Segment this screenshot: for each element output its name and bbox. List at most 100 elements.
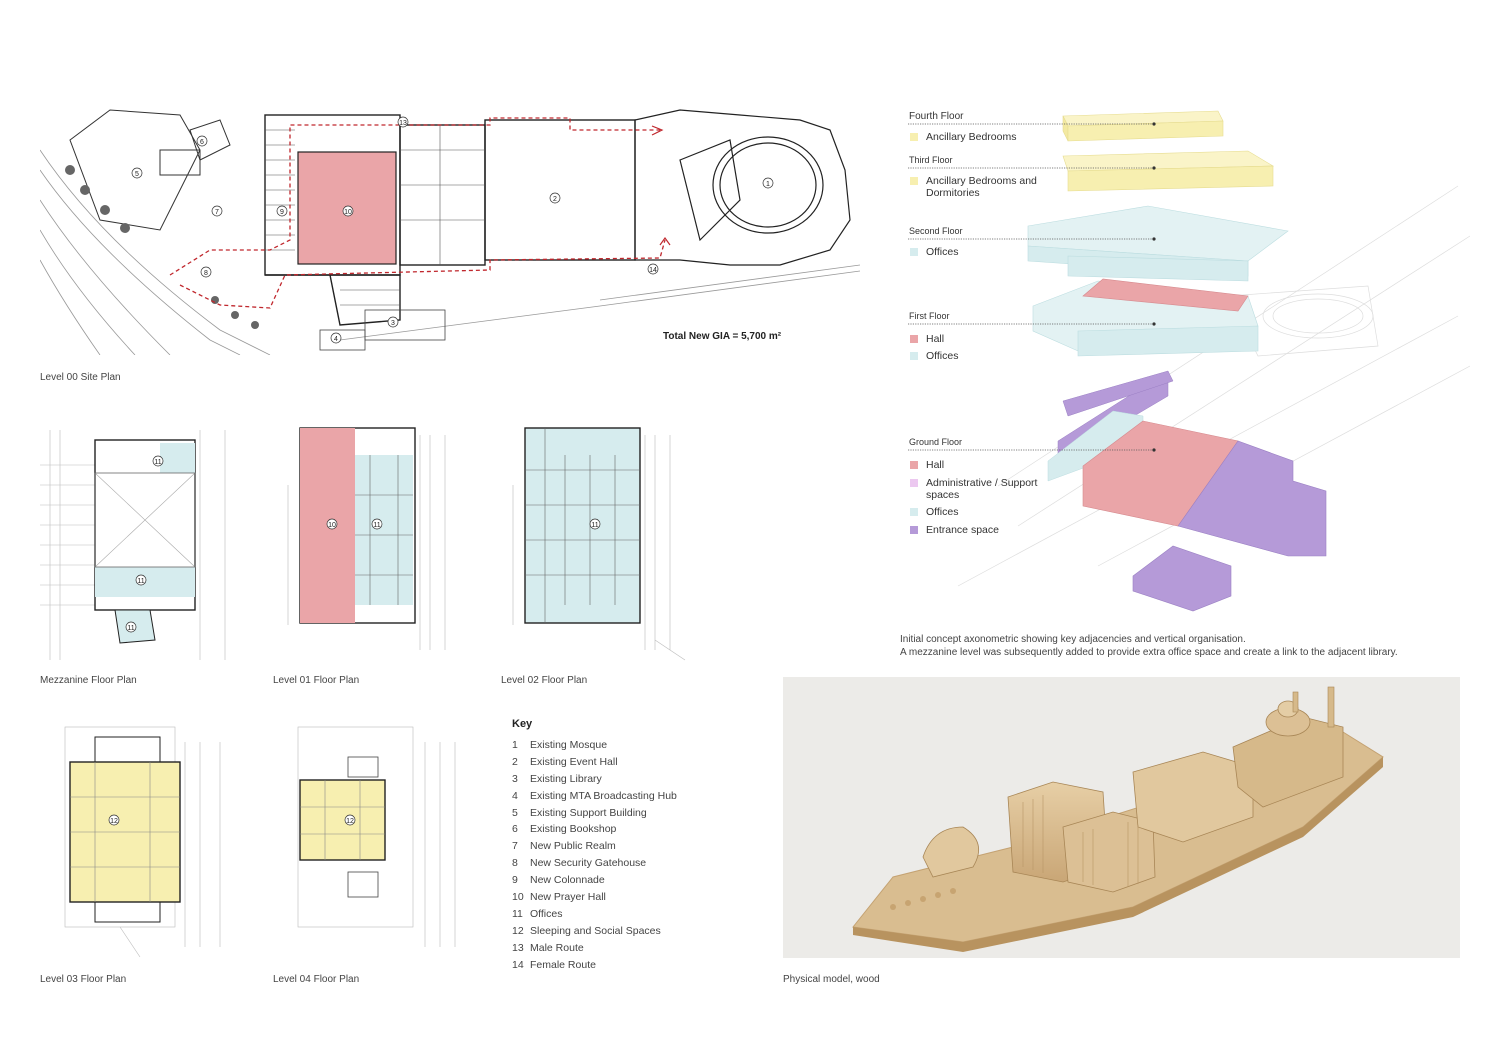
key-num: 6 [512, 823, 518, 836]
site-marker: 1 [766, 181, 770, 188]
plan-marker: 11 [373, 522, 380, 529]
legend-swatch [910, 177, 918, 185]
site-marker: 8 [204, 270, 208, 277]
key-label: New Public Realm [530, 840, 616, 853]
level-01-caption: Level 01 Floor Plan [273, 675, 360, 686]
site-marker: 5 [135, 171, 139, 178]
key-num: 12 [512, 924, 524, 937]
key-num: 3 [512, 772, 518, 785]
site-marker: 10 [344, 209, 352, 216]
key-label: Existing Mosque [530, 739, 608, 751]
site-marker: 7 [215, 209, 219, 216]
floor-label-ground: Ground Floor [909, 437, 963, 447]
key-item: 12 Sleeping and Social Spaces [512, 925, 677, 942]
key-item: 11 Offices [512, 908, 677, 925]
key-label: Offices [530, 907, 563, 920]
site-marker: 4 [334, 336, 338, 343]
key-label: New Security Gatehouse [530, 857, 647, 870]
level-04-caption: Level 04 Floor Plan [273, 974, 360, 985]
key-title: Key [512, 718, 533, 730]
legend-label: Entrance space [926, 524, 999, 536]
key-num: 4 [512, 789, 518, 802]
key-num: 10 [512, 891, 524, 904]
key-num: 8 [512, 857, 518, 870]
key-num: 9 [512, 874, 518, 887]
floor-label-fourth: Fourth Floor [909, 111, 964, 122]
key-num: 7 [512, 840, 518, 853]
plan-marker: 11 [591, 522, 598, 529]
legend-swatch [910, 479, 918, 487]
level-01-plan: 10 11 [280, 425, 455, 665]
key-item: 14 Female Route [512, 959, 677, 976]
key-label: Existing Bookshop [530, 823, 617, 836]
mezzanine-plan: 11 11 11 [40, 425, 230, 665]
key-label: Existing Event Hall [530, 755, 618, 768]
axonometric-caption: Initial concept axonometric showing key … [900, 634, 1398, 659]
level-04-plan: 12 [280, 722, 460, 962]
site-plan: 1 2 3 4 5 6 7 8 9 10 13 14 [40, 90, 865, 355]
legend-swatch [910, 352, 918, 360]
legend-label: Hall [926, 459, 945, 471]
plan-marker: 11 [154, 459, 161, 466]
key-item: 8 New Security Gatehouse [512, 857, 677, 874]
site-marker: 9 [280, 209, 284, 216]
physical-model-photo [783, 677, 1460, 958]
axonometric-diagram: Fourth Floor Ancillary Bedrooms Third Fl… [898, 86, 1470, 614]
level-03-plan: 12 [40, 722, 230, 962]
legend-swatch [910, 248, 918, 256]
legend-swatch [910, 526, 918, 534]
key-item: 5 Existing Support Building [512, 807, 677, 824]
key-label: Female Route [530, 958, 596, 971]
gia-label: Total New GIA = 5,700 m² [663, 331, 782, 342]
key-label: Existing Support Building [530, 806, 647, 819]
legend-label: Administrative / Support spaces [926, 477, 1038, 501]
site-marker: 3 [391, 320, 395, 327]
plan-marker: 12 [110, 818, 118, 825]
key-label: Existing Library [530, 772, 602, 785]
plan-marker: 12 [346, 818, 354, 825]
level-03-caption: Level 03 Floor Plan [40, 974, 127, 985]
level-02-caption: Level 02 Floor Plan [501, 675, 588, 686]
site-marker: 2 [553, 196, 557, 203]
key-label: Existing MTA Broadcasting Hub [530, 789, 677, 802]
key-item: 1 Existing Mosque [512, 739, 677, 756]
legend-label: Hall [926, 333, 945, 345]
level-02-plan: 11 [505, 425, 690, 665]
model-caption: Physical model, wood [783, 974, 880, 985]
axonometric-caption-line: A mezzanine level was subsequently added… [900, 646, 1398, 658]
key-item: 9 New Colonnade [512, 874, 677, 891]
key-label: Male Route [530, 941, 584, 954]
key-item: 4 Existing MTA Broadcasting Hub [512, 790, 677, 807]
site-marker: 14 [649, 267, 657, 274]
key-item: 6 Existing Bookshop [512, 823, 677, 840]
legend-swatch [910, 461, 918, 469]
key-num: 1 [512, 739, 518, 751]
site-marker: 13 [399, 120, 407, 127]
legend-swatch [910, 508, 918, 516]
legend-swatch [910, 133, 918, 141]
legend-label: Offices [926, 246, 959, 258]
axonometric-caption-line: Initial concept axonometric showing key … [900, 634, 1246, 645]
site-marker: 6 [200, 139, 204, 146]
floor-label-first: First Floor [909, 311, 950, 321]
key-num: 5 [512, 806, 518, 819]
plan-marker: 10 [328, 522, 336, 529]
plan-marker: 11 [127, 625, 134, 632]
legend-label: Ancillary Bedrooms and Dormitories [926, 175, 1037, 199]
key-label: New Colonnade [530, 874, 605, 887]
plan-marker: 11 [137, 578, 144, 585]
key-label: Sleeping and Social Spaces [530, 924, 661, 937]
floor-label-third: Third Floor [909, 155, 953, 165]
key-item: 2 Existing Event Hall [512, 756, 677, 773]
mezzanine-caption: Mezzanine Floor Plan [40, 675, 137, 686]
key-item: 3 Existing Library [512, 773, 677, 790]
floor-label-second: Second Floor [909, 226, 963, 236]
key-num: 13 [512, 941, 524, 954]
key-item: 7 New Public Realm [512, 840, 677, 857]
key-num: 2 [512, 755, 518, 768]
key-num: 11 [512, 907, 523, 920]
key-num: 14 [512, 958, 524, 971]
key-item: 13 Male Route [512, 942, 677, 959]
